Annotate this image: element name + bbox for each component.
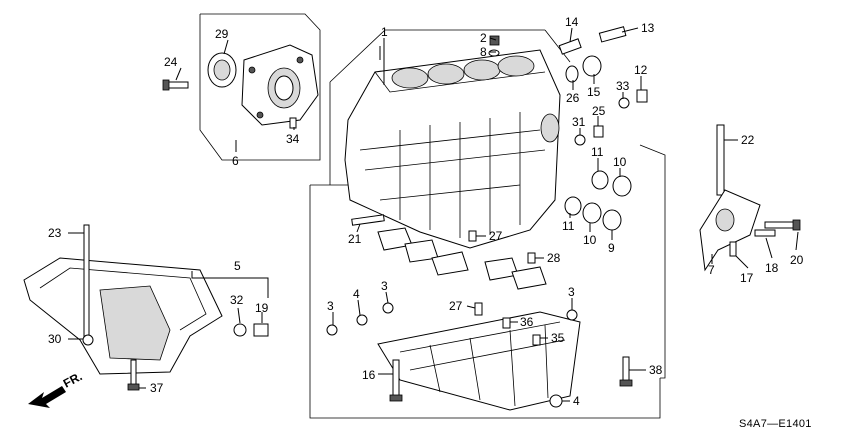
bearing-carrier-part — [377, 311, 581, 411]
washer-31-part — [574, 134, 586, 146]
dowel-27-part — [468, 230, 477, 242]
callout-7: 7 — [708, 263, 715, 277]
callout-38: 38 — [649, 363, 663, 377]
callout-31: 31 — [572, 115, 586, 129]
callout-5: 5 — [234, 259, 241, 273]
callout-16: 16 — [362, 368, 376, 382]
diagram-code: S4A7—E1401 — [739, 418, 812, 430]
callout-1: 1 — [381, 25, 388, 39]
bolt-3-left-part — [326, 324, 338, 336]
callout-2: 2 — [480, 31, 487, 45]
callout-24: 24 — [164, 55, 178, 69]
cylinder-block-part — [344, 49, 561, 249]
washer-33-part — [618, 97, 630, 109]
bearing-10-upper-part — [612, 175, 632, 197]
stud-22-part — [716, 124, 725, 196]
callout-4-top: 4 — [353, 287, 360, 301]
callout-32: 32 — [230, 293, 244, 307]
oil-pump-part — [241, 44, 319, 126]
callout-13: 13 — [641, 21, 655, 35]
washer-8-part — [488, 49, 500, 57]
bearing-caps-part — [377, 227, 547, 290]
callout-19: 19 — [255, 301, 269, 315]
leader-lines — [68, 27, 799, 402]
plug-15-part — [582, 55, 602, 77]
callout-10-upper: 10 — [613, 155, 627, 169]
callout-11-upper: 11 — [591, 145, 604, 159]
callout-17: 17 — [740, 271, 754, 285]
bolt-3-right-part — [566, 309, 578, 321]
callout-34: 34 — [286, 132, 300, 146]
sensor-13-part — [598, 26, 627, 43]
callout-29: 29 — [215, 27, 229, 41]
callout-18: 18 — [765, 261, 779, 275]
bolt-30-part — [82, 334, 94, 346]
bearing-9-part — [602, 209, 622, 231]
bearing-11-upper-part — [591, 170, 609, 190]
bearing-11-lower-part — [564, 196, 582, 216]
oil-pan-part — [23, 257, 223, 375]
bolt-25-part — [593, 125, 604, 138]
stud-21-part — [351, 214, 385, 226]
callout-4-bottom: 4 — [573, 394, 580, 408]
dowel-27b-part — [474, 302, 483, 316]
callout-36: 36 — [520, 315, 534, 329]
dowel-28-part — [527, 252, 536, 264]
bolt-24-part — [162, 79, 189, 91]
callout-22: 22 — [741, 133, 755, 147]
stud-23-part — [83, 224, 90, 341]
dowel-35-part — [532, 334, 541, 346]
callout-10-lower: 10 — [583, 233, 597, 247]
bolt-4-top-part — [356, 314, 368, 326]
callout-23: 23 — [48, 226, 62, 240]
seal-26-part — [565, 65, 579, 83]
bolt-38-part — [619, 356, 633, 387]
bolt-18-part — [754, 229, 776, 237]
callout-3-right: 3 — [568, 285, 575, 299]
bolt-20-part — [764, 219, 801, 231]
callout-11-lower: 11 — [562, 219, 575, 233]
front-direction-label: FR. — [61, 369, 85, 390]
front-arrow-icon — [28, 386, 66, 408]
mount-bracket-part — [699, 189, 761, 272]
callout-3-mid: 3 — [381, 279, 388, 293]
callout-9: 9 — [608, 241, 615, 255]
callout-27-upper: 27 — [489, 229, 503, 243]
bolt-3-mid-part — [382, 302, 394, 314]
callout-labels: 1 2 8 14 13 26 15 33 12 25 31 11 10 11 1… — [48, 15, 804, 408]
bolt-4-bottom-part — [549, 394, 563, 408]
dowel-36-part — [502, 317, 511, 329]
callout-15: 15 — [587, 85, 601, 99]
bearing-10-lower-part — [582, 202, 602, 224]
callout-25: 25 — [592, 104, 606, 118]
washer-32-part — [233, 323, 247, 337]
callout-28: 28 — [547, 251, 561, 265]
bolt-17-part — [729, 241, 737, 257]
callout-37: 37 — [150, 381, 164, 395]
callout-26: 26 — [566, 91, 580, 105]
callout-21: 21 — [348, 232, 362, 246]
plug-19-part — [253, 323, 269, 337]
pin-34-part — [289, 117, 297, 129]
callout-20: 20 — [790, 253, 804, 267]
front-direction-indicator: FR. — [28, 369, 84, 408]
callout-14: 14 — [565, 15, 579, 29]
callout-3-left: 3 — [327, 299, 334, 313]
bolt-37-part — [127, 359, 140, 391]
callout-12: 12 — [634, 63, 648, 77]
main-assembly-frame — [309, 29, 666, 419]
oil-seal-part — [207, 52, 237, 88]
callout-27-lower: 27 — [449, 299, 463, 313]
bolt-16-part — [389, 359, 403, 402]
callout-6: 6 — [232, 154, 239, 168]
callout-35: 35 — [551, 331, 565, 345]
oil-pump-frame — [199, 13, 321, 161]
callout-30: 30 — [48, 332, 62, 346]
callout-8: 8 — [480, 45, 487, 59]
plug-2-part — [489, 35, 500, 46]
bolt-12-part — [636, 89, 648, 103]
callout-33: 33 — [616, 79, 630, 93]
sensor-14-part — [558, 38, 582, 55]
